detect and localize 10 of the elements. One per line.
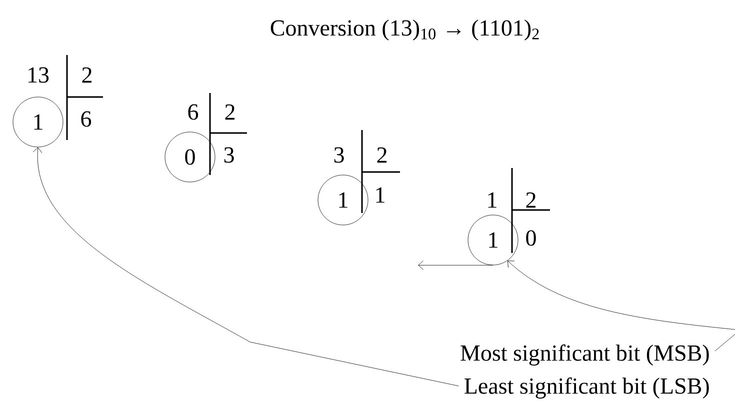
digit: 2 [225, 104, 234, 120]
arrow [32, 147, 459, 386]
annotation-text: Least significant bit (LSB) [464, 377, 709, 399]
digit: 2 [526, 192, 536, 208]
arrow [507, 260, 735, 352]
annotation-text: Most significant bit (MSB) [460, 344, 709, 366]
arrow [418, 260, 494, 270]
title: Conversion (13)$_{10}$ → (1101)$_{2}$ [270, 20, 539, 40]
digit: 2 [377, 147, 386, 163]
digit: 2 [82, 67, 92, 83]
